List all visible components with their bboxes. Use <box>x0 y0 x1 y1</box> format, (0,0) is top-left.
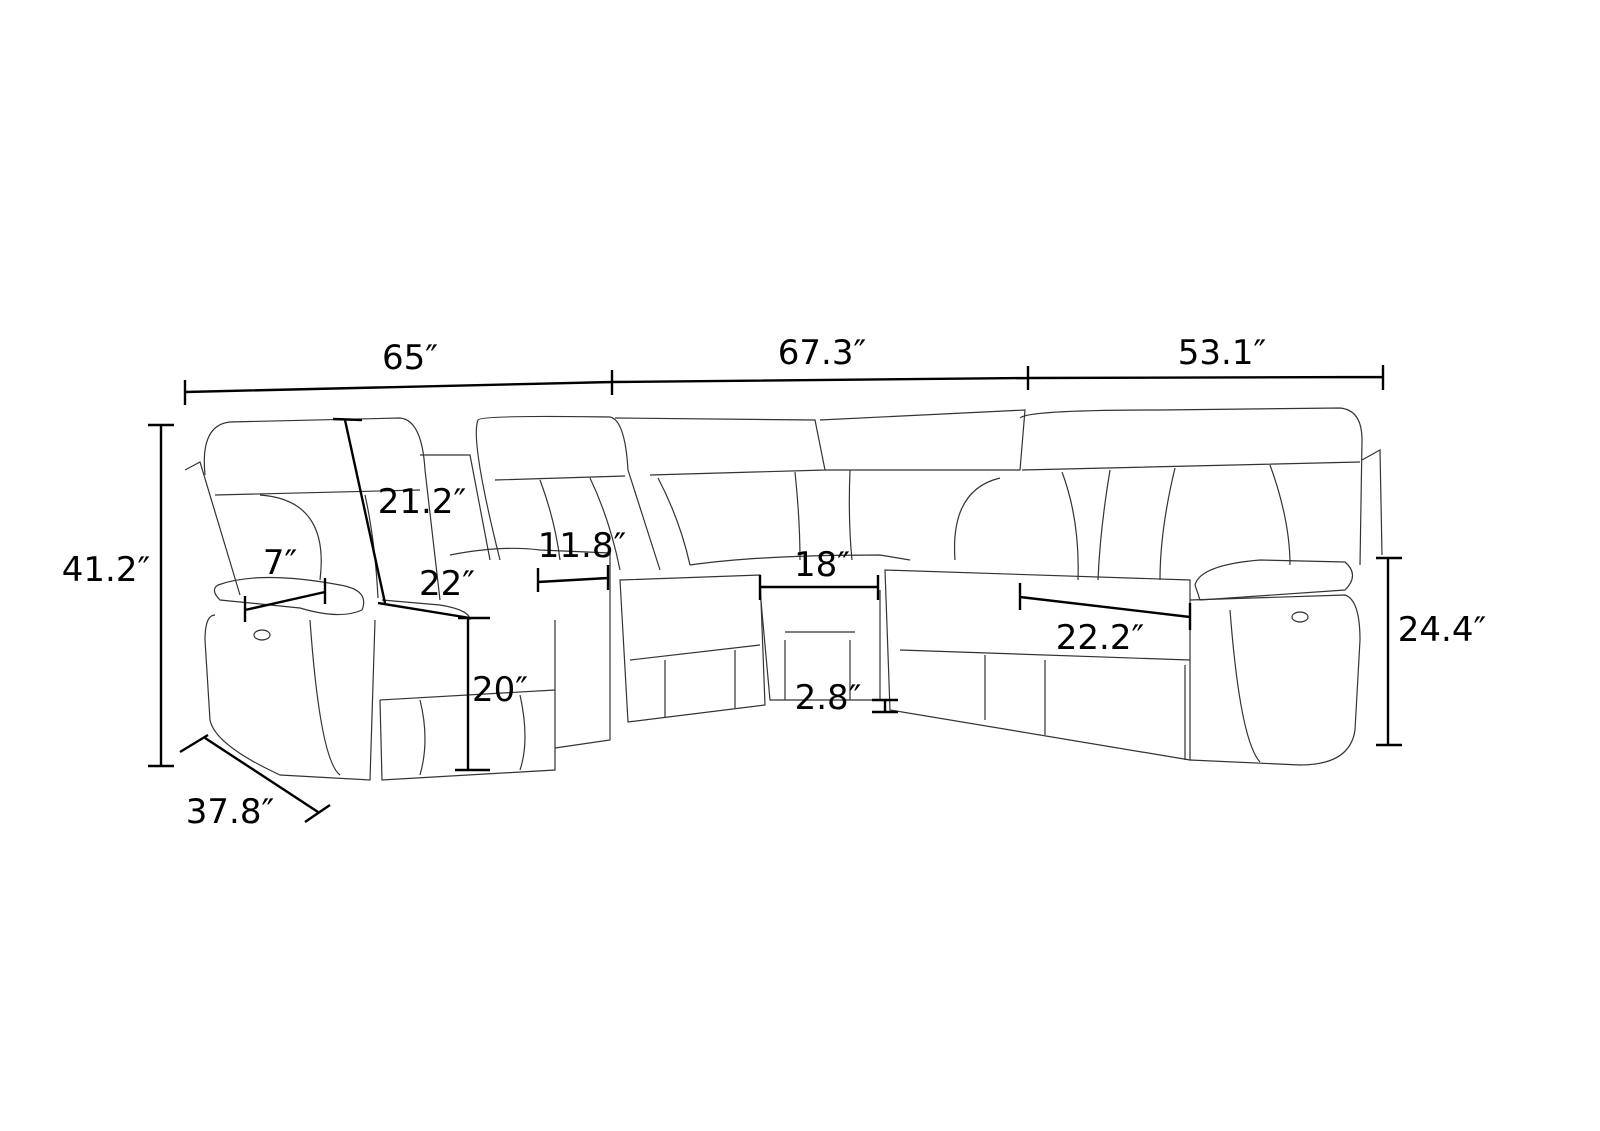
depth-label: 37.8″ <box>185 792 275 832</box>
console-width-label: 11.8″ <box>537 526 627 566</box>
floor-clearance-label: 2.8″ <box>794 678 862 718</box>
arm-height-label: 24.4″ <box>1397 610 1487 650</box>
total-height-label: 41.2″ <box>61 550 151 590</box>
sofa-outline <box>184 407 1383 781</box>
corner-seat-width-label: 18″ <box>794 545 850 585</box>
seat-height-label: 20″ <box>472 670 528 710</box>
width-middle-label: 67.3″ <box>777 333 867 373</box>
seat-depth-label: 22″ <box>419 564 475 604</box>
seat-width-label: 22.2″ <box>1055 618 1145 658</box>
width-left-label: 65″ <box>382 338 438 378</box>
back-height-label: 21.2″ <box>377 482 467 522</box>
width-right-label: 53.1″ <box>1177 333 1267 373</box>
dimension-lines <box>148 365 1402 823</box>
arm-width-label: 7″ <box>262 543 298 583</box>
